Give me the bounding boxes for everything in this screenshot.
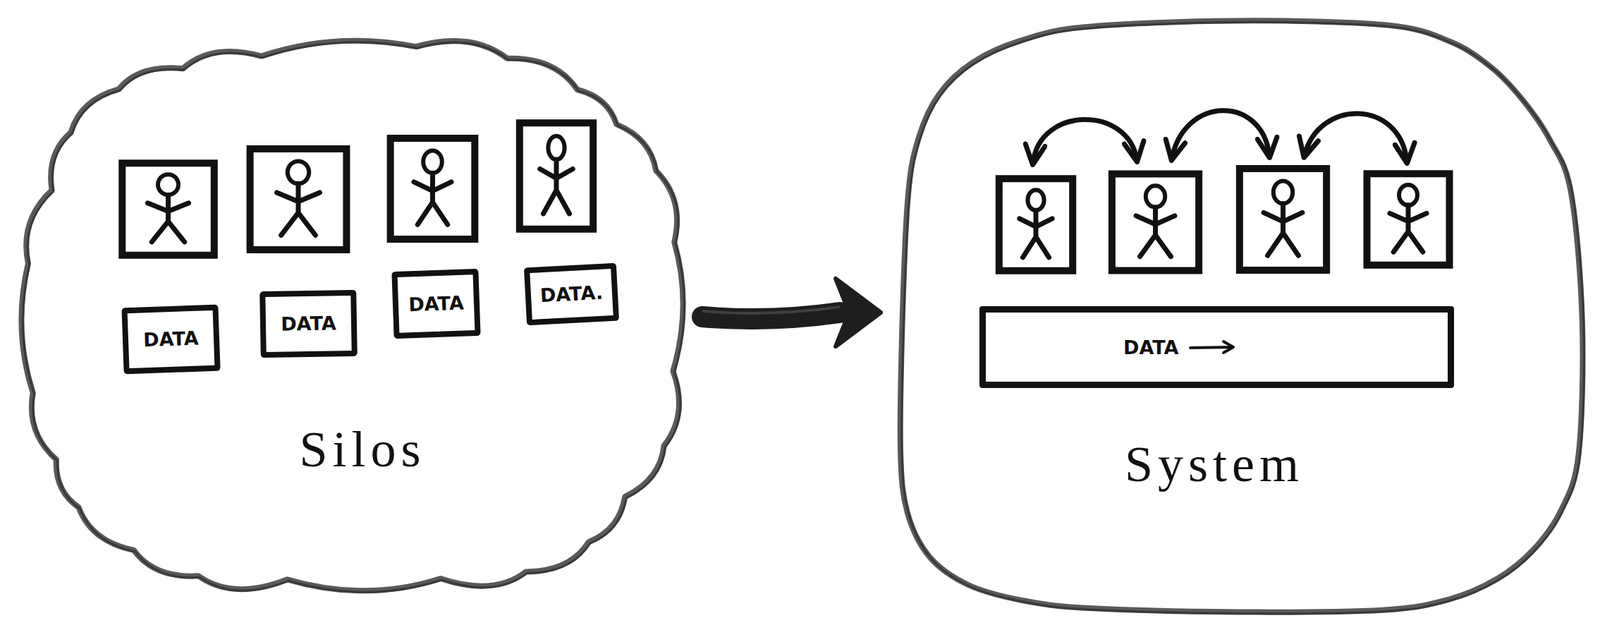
data-box: DATA: [121, 304, 221, 375]
data-label: DATA.: [539, 282, 604, 307]
silo-people: [121, 122, 594, 255]
silos-cloud: Silos DATA DATA DATA DATA.: [8, 26, 697, 607]
system-blob: System DATA: [876, 8, 1595, 635]
data-label: DATA: [143, 327, 199, 351]
region-title: Silos: [298, 423, 426, 475]
data-label: DATA: [280, 312, 337, 335]
flow-arrow-symbol: [1188, 338, 1238, 356]
data-label: DATA: [1123, 336, 1179, 359]
data-box: DATA: [391, 268, 481, 339]
system-people: [999, 168, 1450, 271]
region-title: System: [1124, 438, 1304, 490]
data-box: DATA.: [523, 263, 620, 326]
shared-data-band: DATA: [979, 306, 1455, 388]
data-box: DATA: [259, 289, 358, 358]
data-label: DATA: [408, 291, 464, 315]
collaboration-arcs: [1033, 110, 1407, 163]
transition-arrow: [702, 278, 881, 347]
